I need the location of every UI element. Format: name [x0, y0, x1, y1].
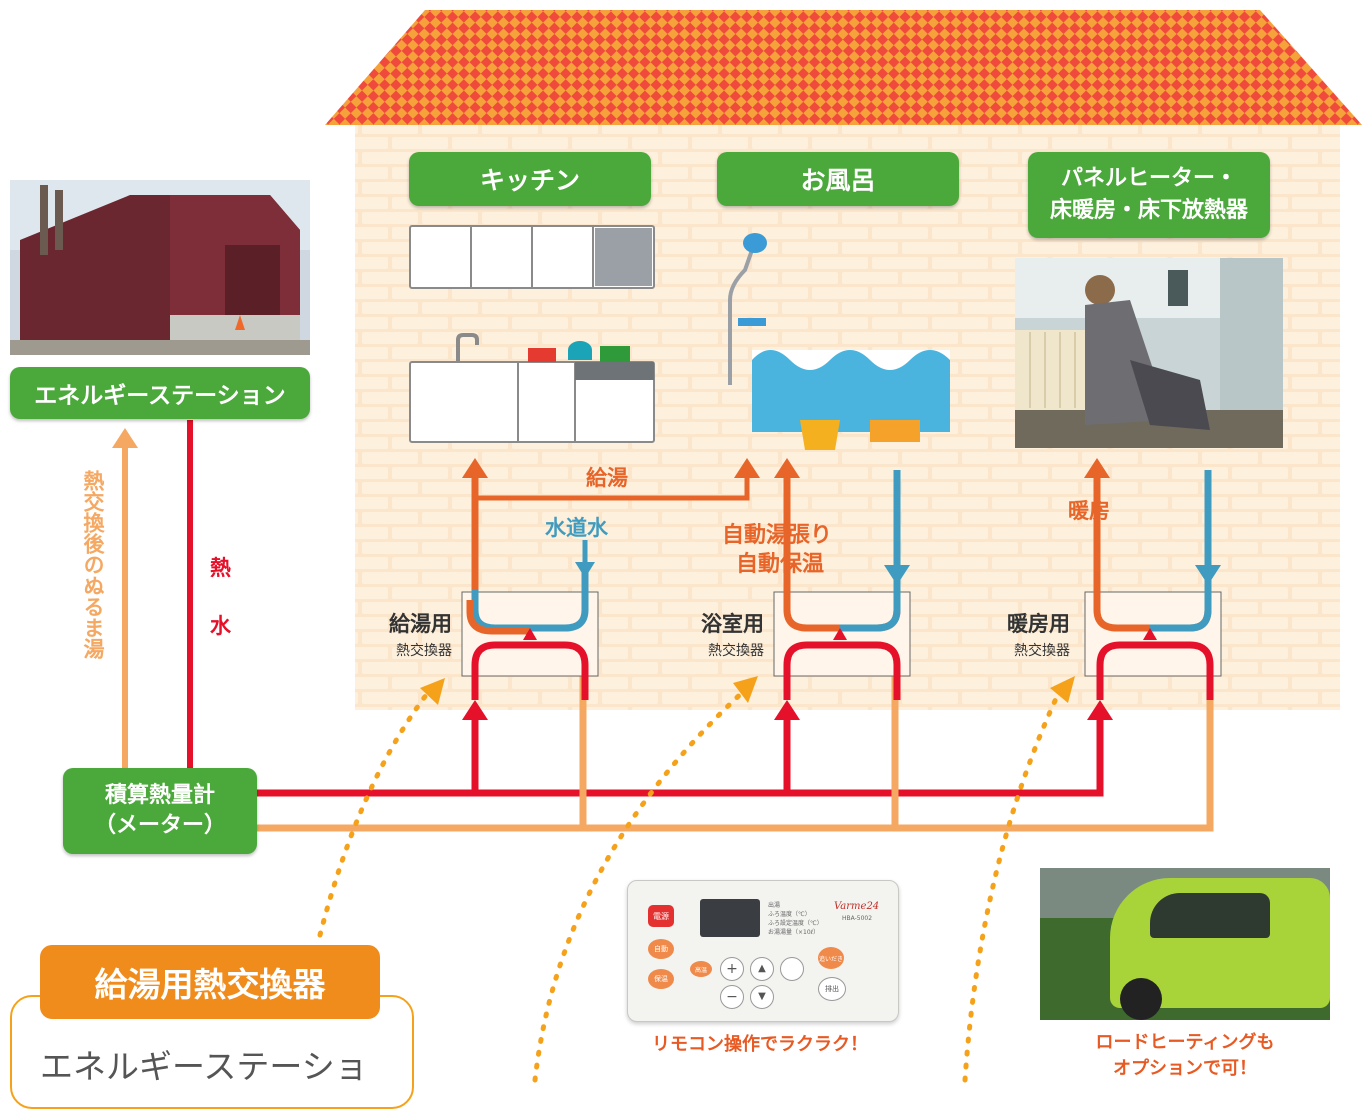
remote-power-button[interactable]: 電源 [648, 905, 674, 927]
car-window [1150, 893, 1270, 938]
remote-reheat-button[interactable]: 追いだき [818, 947, 844, 969]
exchanger-1-sub: 熱交換器 [396, 643, 452, 659]
house-roof [325, 10, 1362, 125]
hot-in-arrow-2 [774, 700, 800, 720]
heater-label-line1: パネルヒーター・ [1060, 166, 1237, 191]
tap-water-label: 水道水 [545, 516, 608, 540]
exchanger-label-1: 給湯用 熱交換器 [362, 608, 452, 660]
heater-label-line2: 床暖房・床下放熱器 [1049, 198, 1248, 223]
remote-menu: 出湯 ふろ温度（℃） ふろ設定温度（℃） お湯湯量（×10ℓ） [768, 902, 823, 936]
remote-minus-button[interactable]: − [720, 985, 744, 1009]
remote-controller: 出湯 ふろ温度（℃） ふろ設定温度（℃） お湯湯量（×10ℓ） Varme24 … [627, 880, 899, 1022]
meter-line2: （メーター） [93, 813, 226, 838]
remote-caption: リモコン操作でラクラク！ [652, 1034, 868, 1055]
hot-main-pipe [255, 715, 1104, 797]
hot-in-arrow-3 [1087, 700, 1113, 720]
auto-fill-label: 自動湯張り [722, 523, 833, 548]
remote-brand: Varme24 [834, 901, 880, 912]
panel-heater-photo [1015, 258, 1283, 448]
remote-plus-button[interactable]: + [720, 957, 744, 981]
remote-hot-button[interactable]: 高温 [690, 961, 712, 977]
road-heating-caption-line1: ロードヒーティングも [1095, 1032, 1275, 1053]
remote-down-button[interactable]: ▼ [750, 985, 774, 1009]
exchanger-2-sub: 熱交換器 [708, 643, 764, 659]
room-label-bath: お風呂 [717, 152, 959, 206]
exchanger-box-2 [773, 470, 911, 700]
remote-display [700, 899, 760, 937]
return-main-pipe [255, 650, 1214, 832]
energy-station-label: エネルギーステーション [10, 367, 310, 419]
remote-keep-button[interactable]: 保温 [648, 969, 674, 989]
supply-hot-label: 給湯 [586, 466, 628, 490]
return-arrow [112, 428, 138, 448]
exchanger-box-3 [1084, 470, 1222, 700]
road-heating-caption-line2: オプションで可！ [1113, 1058, 1257, 1079]
exchanger-label-3: 暖房用 熱交換器 [980, 608, 1070, 660]
hot-water-label-2: 水 [210, 614, 231, 638]
detail-panel-title: 給湯用熱交換器 [40, 945, 380, 1019]
exchanger-3-name: 暖房用 [1007, 612, 1070, 636]
kitchen-supply-arrow [462, 458, 488, 478]
heat-meter-box: 積算熱量計 （メーター） [63, 768, 257, 854]
hot-in-arrow-1 [462, 700, 488, 720]
exchanger-1-name: 給湯用 [389, 612, 452, 636]
detail-panel-body: エネルギーステーショ [40, 1047, 368, 1086]
kitchen-illustration [409, 225, 655, 443]
auto-keep-label: 自動保温 [736, 552, 825, 577]
energy-station-label-text: エネルギーステーション [34, 383, 286, 409]
remote-up-button[interactable]: ▲ [750, 957, 774, 981]
remote-model: HBA-5002 [842, 915, 873, 922]
exchanger-2-name: 浴室用 [701, 612, 764, 636]
road-heating-caption: ロードヒーティングも オプションで可！ [1040, 1030, 1330, 1082]
exchanger-label-2: 浴室用 熱交換器 [674, 608, 764, 660]
exchanger-3-sub: 熱交換器 [1014, 643, 1070, 659]
remote-fill-button[interactable]: 自動 [648, 939, 674, 959]
bath-illustration [728, 233, 950, 450]
kitchen-label-text: キッチン [479, 166, 580, 195]
heating-label: 暖房 [1068, 499, 1110, 523]
bath-label-text: お風呂 [800, 166, 876, 195]
energy-station-photo [10, 180, 310, 355]
room-label-heater: パネルヒーター・ 床暖房・床下放熱器 [1028, 152, 1270, 238]
return-water-label: 熱交換後のぬるま湯 [81, 470, 105, 659]
road-heating-photo [1040, 868, 1330, 1020]
remote-blank-button[interactable] [780, 957, 804, 981]
car-wheel [1120, 978, 1162, 1020]
meter-line1: 積算熱量計 [104, 783, 215, 808]
bath-supply-arrow [734, 458, 760, 478]
exchanger-box-1 [461, 570, 599, 700]
room-label-kitchen: キッチン [409, 152, 651, 206]
remote-drain-button[interactable]: 排出 [818, 977, 846, 1001]
hot-water-label-1: 熱 [210, 556, 231, 580]
tap-water-arrow [575, 562, 595, 578]
